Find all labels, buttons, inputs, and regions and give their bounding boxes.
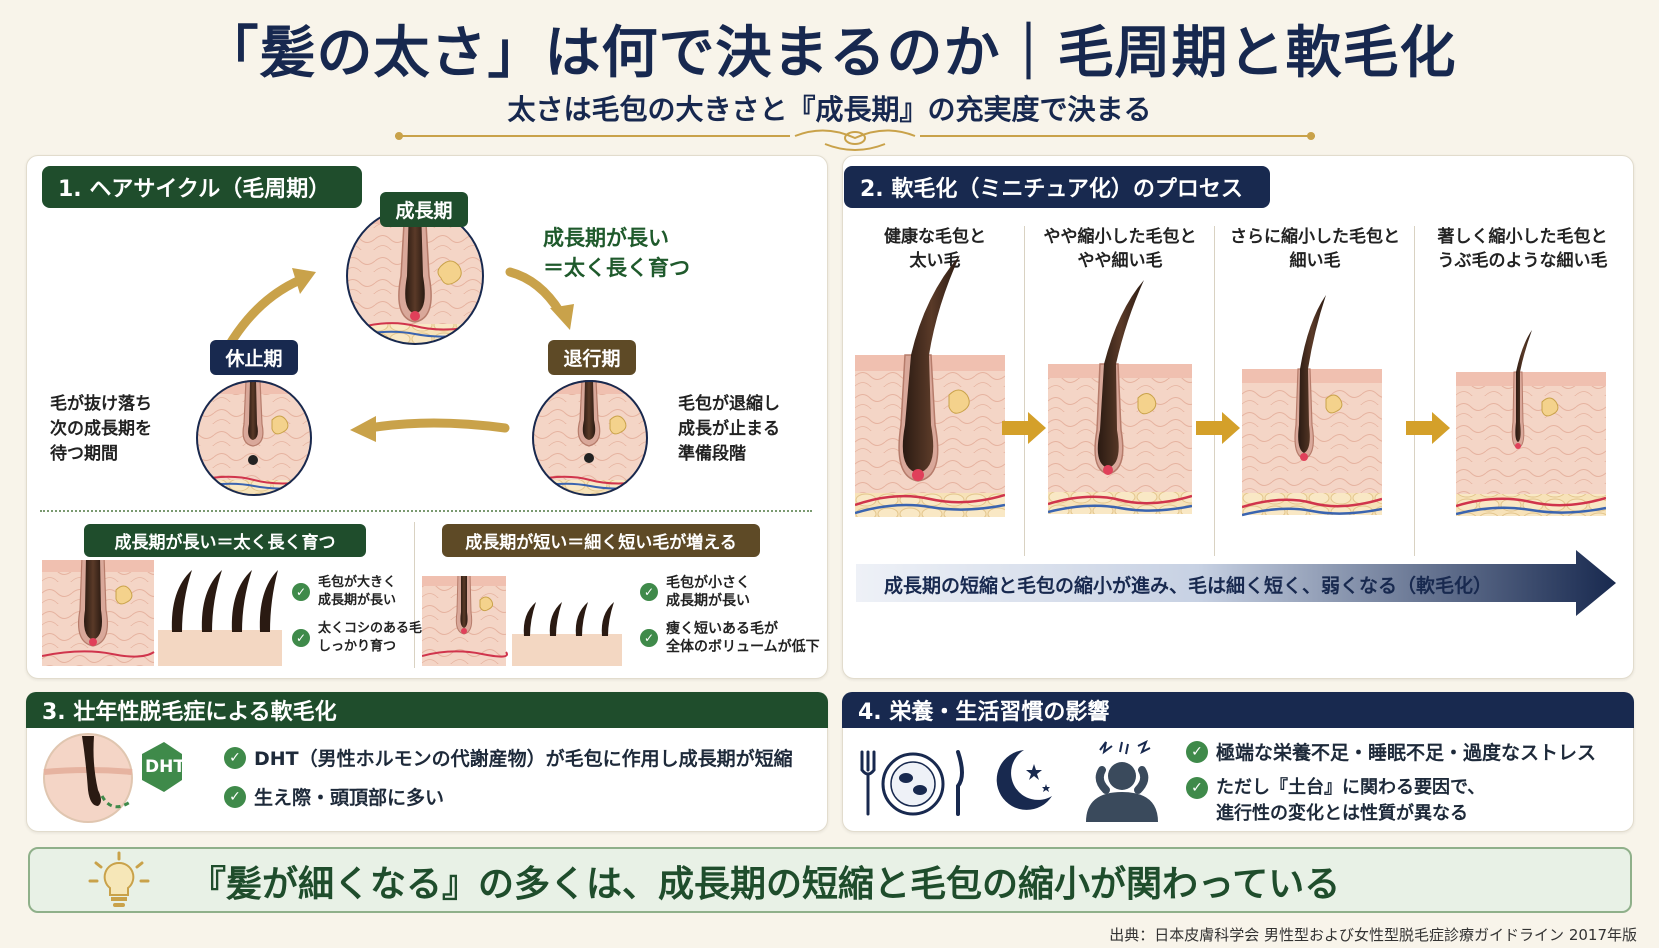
check-icon: ✓ — [640, 629, 658, 647]
telogen-illustration — [196, 380, 312, 496]
long-anagen-checks: ✓ 毛包が大きく成長期が長い ✓ 太くコシのある毛がしっかり育つ — [292, 574, 435, 656]
long-anagen-badge: 成長期が長い＝太く長く育つ — [84, 524, 366, 557]
meal-icon — [860, 750, 964, 816]
aga-checks: ✓ DHT（男性ホルモンの代謝産物）が毛包に作用し成長期が短縮 ✓ 生え際・頭頂… — [224, 744, 793, 810]
lifestyle-checks: ✓ 極端な栄養不足・睡眠不足・過度なストレス ✓ ただし『土台』に関わる要因で、… — [1186, 738, 1596, 827]
dht-label: DHT — [145, 757, 185, 777]
aga-check-1: ✓ DHT（男性ホルモンの代謝産物）が毛包に作用し成長期が短縮 — [224, 744, 793, 771]
lifestyle-check-1: ✓ 極端な栄養不足・睡眠不足・過度なストレス — [1186, 738, 1596, 765]
hair-cycle-header: 1. ヘアサイクル（毛周期） — [42, 166, 362, 208]
conclusion-box — [28, 847, 1632, 913]
aga-header: 3. 壮年性脱毛症による軟毛化 — [26, 692, 828, 728]
telogen-note: 毛が抜け落ち 次の成長期を 待つ期間 — [50, 394, 152, 464]
aga-check-2: ✓ 生え際・頭頂部に多い — [224, 783, 793, 810]
catagen-note: 毛包が退縮し 成長が止まる 準備段階 — [678, 394, 780, 464]
stage-arrow-3 — [1406, 412, 1450, 444]
short-anagen-checks: ✓ 毛包が小さく成長期が長い ✓ 痩く短いある毛が全体のボリュームが低下 — [640, 574, 820, 656]
stage-divider-3 — [1414, 226, 1415, 556]
anagen-badge: 成長期 — [380, 192, 468, 227]
stage-illustration-2 — [1048, 280, 1192, 514]
stage-caption-3: さらに縮小した毛包と細い毛 — [1230, 227, 1400, 271]
section1-divider — [40, 510, 812, 512]
moon-stars-icon — [996, 750, 1052, 810]
dht-illustration — [43, 733, 182, 823]
catagen-illustration — [532, 380, 648, 496]
check-icon: ✓ — [224, 785, 246, 808]
short-anagen-illustration — [422, 576, 622, 666]
progress-banner-arrow — [856, 550, 1616, 616]
stage-illustration-4 — [1456, 330, 1606, 516]
title-ornament — [395, 129, 1315, 151]
stage-illustration-1 — [855, 255, 1005, 517]
long-check-2: ✓ 太くコシのある毛がしっかり育つ — [292, 620, 435, 656]
page-subtitle: 太さは毛包の大きさと『成長期』の充実度で決まる — [507, 93, 1152, 126]
stage-illustration-3 — [1242, 295, 1382, 517]
short-anagen-badge: 成長期が短い＝細く短い毛が増える — [442, 524, 760, 557]
catagen-badge: 退行期 — [548, 340, 636, 375]
source-citation: 出典：日本皮膚科学会 男性型および女性型脱毛症診療ガイドライン 2017年版 — [1109, 926, 1637, 944]
short-check-1: ✓ 毛包が小さく成長期が長い — [640, 574, 820, 610]
check-icon: ✓ — [640, 583, 658, 601]
check-icon: ✓ — [1186, 777, 1208, 799]
long-anagen-illustration — [42, 560, 282, 666]
page-title: 「髪の太さ」は何で決まるのか｜毛周期と軟毛化 — [202, 21, 1457, 86]
check-icon: ✓ — [1186, 740, 1208, 763]
lifestyle-header: 4. 栄養・生活習慣の影響 — [842, 692, 1634, 728]
short-check-2: ✓ 痩く短いある毛が全体のボリュームが低下 — [640, 620, 820, 656]
lightbulb-icon — [88, 851, 150, 907]
conclusion-text: 『髪が細くなる』の多くは、成長期の短縮と毛包の縮小が関わっている — [190, 864, 1341, 905]
long-check-1: ✓ 毛包が大きく成長期が長い — [292, 574, 435, 610]
lifestyle-check-2: ✓ ただし『土台』に関わる要因で、進行性の変化とは性質が異なる — [1186, 775, 1596, 827]
anagen-note-1: 成長期が長い — [543, 226, 669, 250]
anagen-illustration — [346, 207, 484, 345]
stage-divider-2 — [1214, 226, 1215, 556]
stage-arrow-1 — [1002, 412, 1046, 444]
check-icon: ✓ — [292, 583, 310, 601]
miniaturization-header: 2. 軟毛化（ミニチュア化）のプロセス — [844, 166, 1270, 208]
stage-caption-1: 健康な毛包と太い毛 — [884, 227, 986, 271]
progress-banner-text: 成長期の短縮と毛包の縮小が進み、毛は細く短く、弱くなる（軟毛化） — [884, 575, 1493, 597]
telogen-badge: 休止期 — [210, 340, 298, 375]
stage-caption-4: 著しく縮小した毛包とうぶ毛のような細い毛 — [1437, 227, 1608, 271]
stage-caption-2: やや縮小した毛包とやや細い毛 — [1043, 227, 1197, 271]
check-icon: ✓ — [292, 629, 310, 647]
check-icon: ✓ — [224, 746, 246, 769]
anagen-note-2: ＝太く長く育つ — [543, 256, 690, 280]
section1-vertical-divider — [414, 522, 415, 668]
stress-icon — [1086, 740, 1158, 822]
stage-arrow-2 — [1196, 412, 1240, 444]
stage-divider-1 — [1024, 226, 1025, 556]
